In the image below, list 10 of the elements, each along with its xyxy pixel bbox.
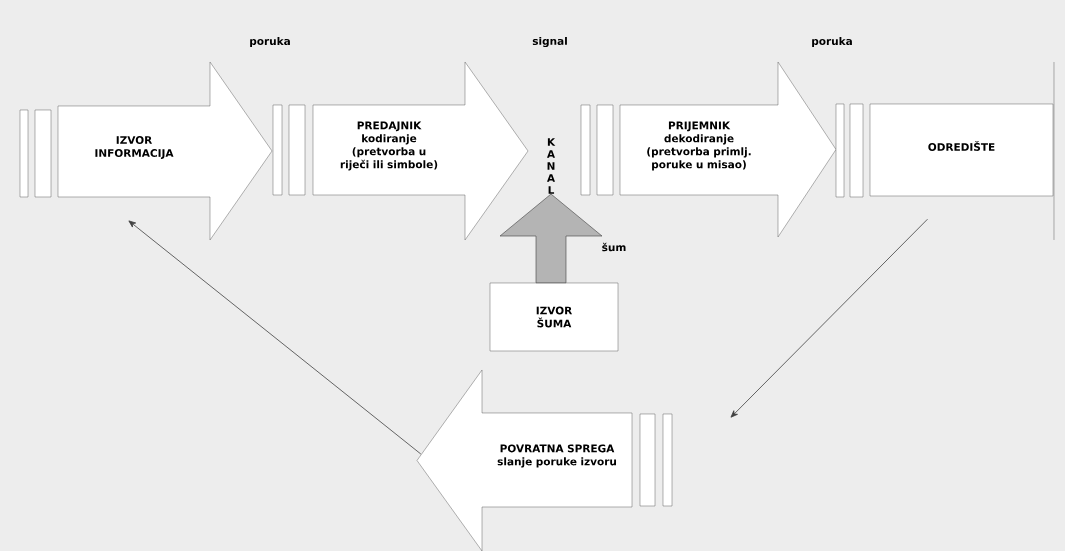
signal-label: signal: [532, 36, 567, 48]
arrow: [730, 218, 928, 418]
vertical-text: K A N A L: [547, 138, 556, 194]
process-box: ODREDIŠTE: [869, 61, 1055, 241]
signal-label: poruka: [812, 36, 852, 48]
block-arrow: [499, 193, 603, 284]
signal-label: poruka: [250, 36, 290, 48]
process-box: IZVOR ŠUMA: [489, 282, 619, 352]
arrow: [128, 220, 422, 455]
edge-label: šum: [602, 242, 626, 252]
